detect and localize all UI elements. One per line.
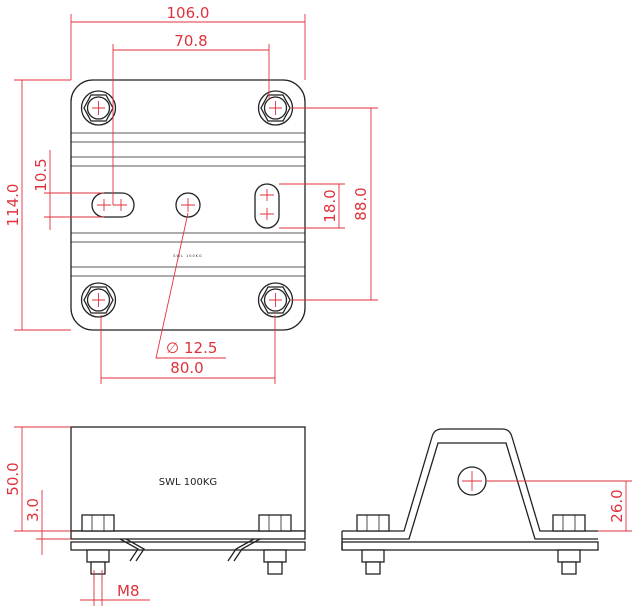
dim-hole-height: 26.0 [486, 480, 632, 532]
svg-text:50.0: 50.0 [4, 462, 22, 495]
svg-text:18.0: 18.0 [321, 189, 339, 222]
dim-overall-width: 106.0 [70, 4, 306, 80]
svg-text:88.0: 88.0 [352, 187, 370, 220]
svg-text:114.0: 114.0 [4, 184, 22, 227]
svg-text:10.5: 10.5 [32, 158, 50, 191]
dim-bolt-spacing-top: 70.8 [112, 32, 270, 205]
front-bolt-right [552, 514, 586, 575]
svg-text:M8: M8 [117, 582, 140, 600]
side-base-plate [70, 530, 306, 540]
side-lower-plate [70, 541, 306, 551]
side-view: SWL 100KG 50.0 [4, 426, 306, 606]
svg-text:26.0: 26.0 [608, 489, 626, 522]
dim-bolt-size: M8 [80, 570, 150, 606]
plate-grooves [71, 132, 305, 277]
side-bolt-right [258, 514, 292, 575]
front-bracket-outer [353, 428, 598, 532]
dim-slot-length: 18.0 [279, 183, 345, 229]
plate-engraving: SWL 100KG [173, 254, 202, 258]
centre-marks [92, 101, 282, 307]
svg-text:80.0: 80.0 [170, 359, 203, 377]
swl-label: SWL 100KG [159, 477, 217, 488]
svg-text:∅: ∅ [166, 339, 179, 357]
dim-hole-diameter: ∅ 12.5 [155, 212, 226, 359]
dim-plate-thickness: 3.0 [24, 490, 71, 555]
top-view: SWL 100KG [4, 4, 378, 384]
svg-text:3.0: 3.0 [24, 498, 42, 522]
dim-bolt-spacing-bottom: 80.0 [100, 315, 276, 384]
dim-slot-offset: 10.5 [32, 150, 104, 230]
front-view: 26.0 [341, 428, 632, 575]
base-plate-outline [70, 79, 306, 331]
side-bolt-left [81, 514, 115, 579]
svg-text:106.0: 106.0 [167, 4, 210, 22]
dim-overall-height: 114.0 [4, 79, 71, 331]
centre-hole [175, 192, 201, 218]
front-bracket-inner [353, 442, 598, 540]
slot-right [254, 183, 280, 229]
front-lower-plate [341, 541, 599, 551]
dim-bolt-spacing-vertical: 88.0 [291, 107, 378, 301]
side-spring-right [227, 538, 261, 562]
side-spring-left [119, 538, 145, 562]
front-bolt-left [356, 514, 390, 575]
svg-text:70.8: 70.8 [174, 32, 207, 50]
svg-text:12.5: 12.5 [184, 339, 217, 357]
